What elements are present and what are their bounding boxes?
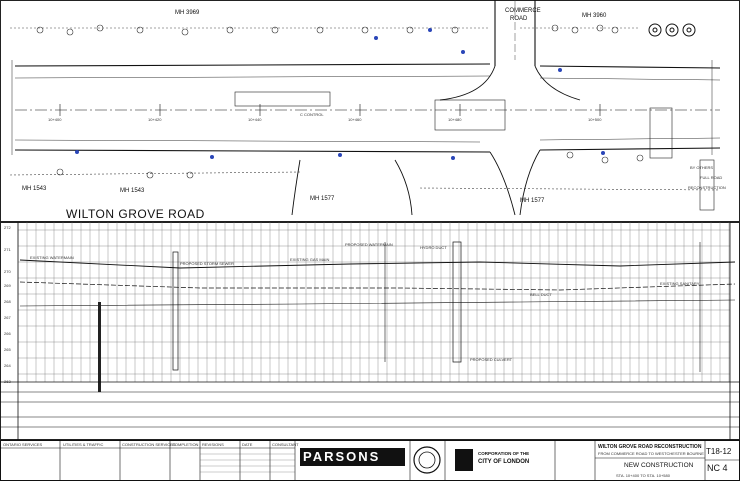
tb-header-label: DATE xyxy=(242,442,253,447)
road-name-commerce: COMMERCE xyxy=(505,8,541,14)
elevation-label: 271 xyxy=(4,247,11,252)
profile-callout: EXISTING WATERMAIN xyxy=(30,255,74,260)
station-label: 10+420 xyxy=(148,117,162,122)
tb-header-label: ONTARIO SERVICES xyxy=(3,442,43,447)
station-label: 10+400 xyxy=(48,117,62,122)
drawing-number: T18-12 xyxy=(706,447,732,456)
elevation-label: 272 xyxy=(4,225,11,230)
elevation-label: 263 xyxy=(4,379,11,384)
project-title: WILTON GROVE ROAD RECONSTRUCTION xyxy=(598,444,702,450)
firm-logo: PARSONS xyxy=(303,449,381,464)
tb-header-label: COMPLETION xyxy=(172,442,199,447)
by-others-note: BY OTHERS xyxy=(690,165,714,170)
elevation-label: 270 xyxy=(4,269,11,274)
road-name-wilton-grove: WILTON GROVE ROAD xyxy=(66,207,205,221)
profile-callout: PROPOSED WATERMAIN xyxy=(345,242,393,247)
corporation-name: CORPORATION OF THE xyxy=(478,451,530,456)
profile-callout: EXISTING GAS MAIN xyxy=(290,257,330,262)
profile-callout: PROPOSED STORM SEWER xyxy=(180,261,234,266)
reconstruction-note: RECONSTRUCTION xyxy=(688,185,726,190)
profile-view xyxy=(0,222,740,440)
profile-callout: EXISTING SANITARY xyxy=(660,281,700,286)
sheet-number: NC 4 xyxy=(707,463,728,473)
elevation-label: 264 xyxy=(4,363,11,368)
elevation-label: 269 xyxy=(4,283,11,288)
station-label: 10+500 xyxy=(588,117,602,122)
title-block xyxy=(0,440,740,481)
tb-header-label: REVISIONS xyxy=(202,442,224,447)
elevation-label: 268 xyxy=(4,299,11,304)
manhole-label: MH 1543 xyxy=(120,188,145,194)
full-road-note: FULL ROAD xyxy=(700,175,723,180)
station-range: STA. 10+400 TO STA. 10+580 xyxy=(616,473,670,478)
project-subtitle: FROM COMMERCE ROAD TO WESTCHESTER BOURNE xyxy=(598,451,704,456)
station-label: 10+460 xyxy=(348,117,362,122)
profile-callout: PROPOSED CULVERT xyxy=(470,357,513,362)
road-name-commerce: ROAD xyxy=(510,16,528,22)
centreline-note: C CONTROL xyxy=(300,112,324,117)
elevation-label: 265 xyxy=(4,347,11,352)
tb-header-label: CONSULTANT xyxy=(272,442,299,447)
elevation-label: 266 xyxy=(4,331,11,336)
manhole-label: MH 3969 xyxy=(175,10,200,16)
plan-view xyxy=(0,0,740,222)
sheet-title: NEW CONSTRUCTION xyxy=(624,462,694,469)
profile-callout: BELL DUCT xyxy=(530,292,552,297)
manhole-label: MH 3960 xyxy=(582,13,607,19)
manhole-label: MH 1543 xyxy=(22,186,47,192)
tb-header-label: CONSTRUCTION SERVICES xyxy=(122,442,176,447)
station-label: 10+480 xyxy=(448,117,462,122)
city-name: CITY OF LONDON xyxy=(478,459,530,465)
tb-header-label: UTILITIES & TRAFFIC xyxy=(63,442,104,447)
manhole-label: MH 1577 xyxy=(520,198,545,204)
elevation-label: 267 xyxy=(4,315,11,320)
profile-callout: HYDRO DUCT xyxy=(420,245,447,250)
manhole-label: MH 1577 xyxy=(310,196,335,202)
station-label: 10+440 xyxy=(248,117,262,122)
